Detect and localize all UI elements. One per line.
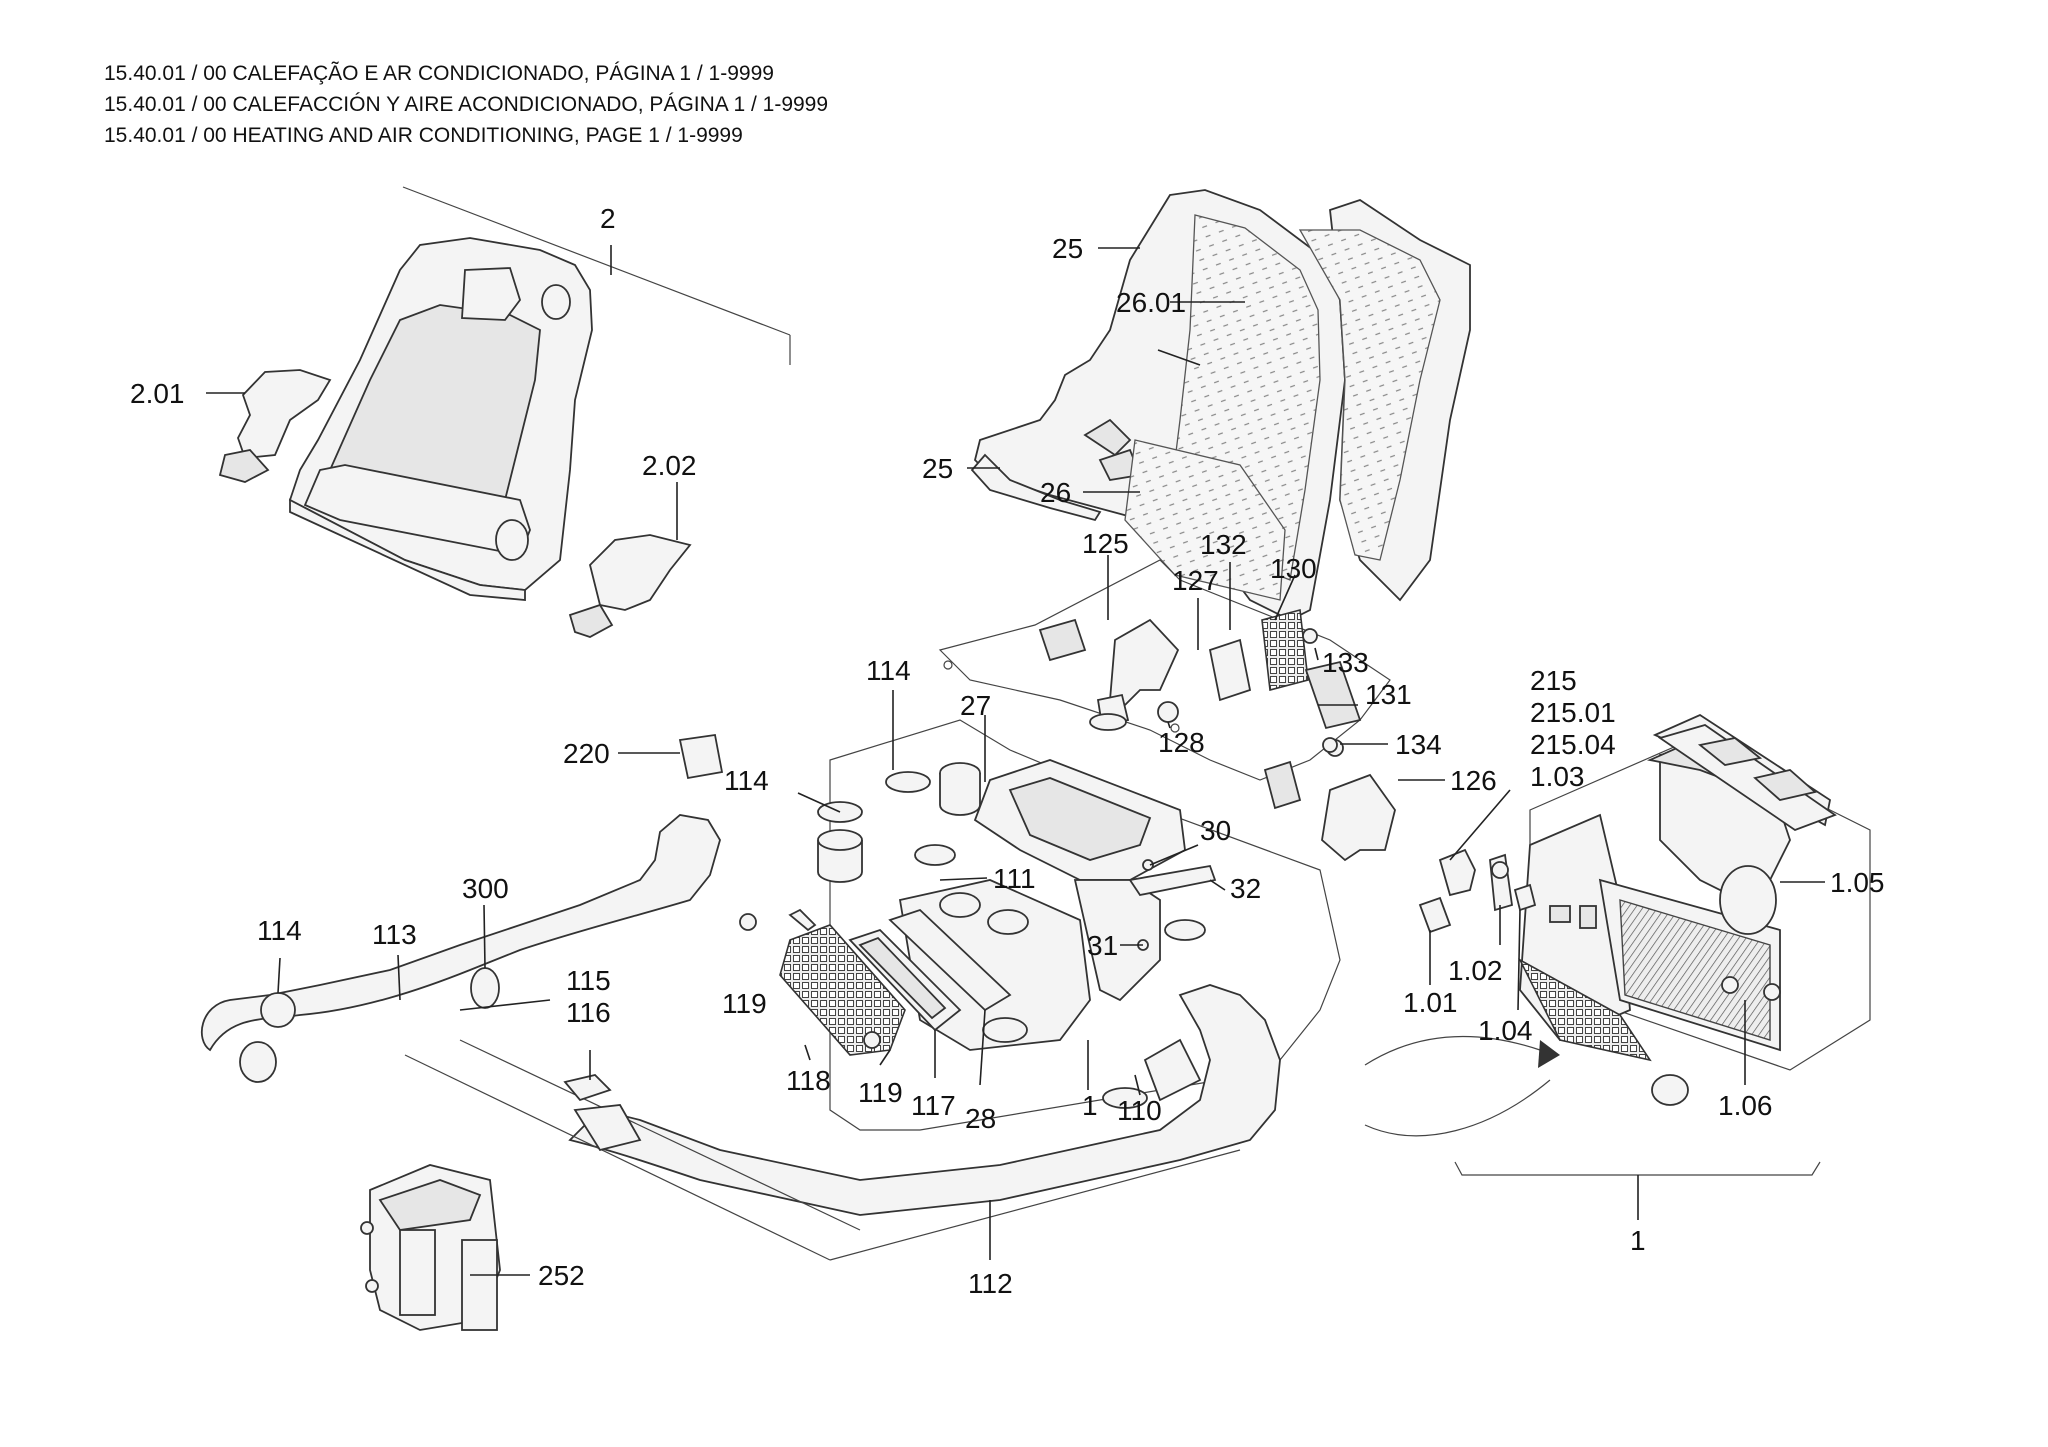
control-module-part-252 — [360, 1164, 501, 1331]
callout-117: 117 — [911, 1090, 956, 1121]
bracket-part-2-01 — [218, 369, 332, 483]
seal-part-131 — [1304, 660, 1362, 730]
bolt-part-30 — [1142, 859, 1154, 871]
assembly-direction-arrows — [1364, 1035, 1560, 1137]
hose-part-110 — [1102, 1038, 1202, 1109]
vent-assembly-part-126 — [1263, 739, 1396, 862]
callout-1-02: 1.02 — [1448, 955, 1503, 986]
callout-130: 130 — [1270, 553, 1317, 584]
frame-part-119 — [788, 908, 817, 932]
callout-31: 31 — [1087, 930, 1118, 961]
callout-2: 2 — [600, 203, 616, 234]
callout-1-right: 1 — [1630, 1225, 1646, 1256]
callout-1-04: 1.04 — [1478, 1015, 1533, 1046]
callout-215: 215 — [1530, 665, 1577, 696]
callout-128: 128 — [1158, 727, 1205, 758]
leader-lines — [206, 245, 1825, 1276]
vent-grille-part-130 — [1208, 608, 1309, 702]
rivet-part-128 — [1157, 701, 1179, 723]
callout-119-upper: 119 — [722, 988, 767, 1019]
seal-part-28 — [888, 908, 1012, 1012]
clamp-part-111 — [914, 844, 1029, 935]
assembly-bracket-part-1 — [1454, 1161, 1821, 1176]
callout-110: 110 — [1117, 1095, 1162, 1126]
connector-part-1-04 — [1513, 883, 1597, 929]
callout-115: 115 — [566, 965, 611, 996]
callout-125: 125 — [1082, 528, 1129, 559]
bracket-part-1-03 — [1438, 848, 1476, 897]
title-english: 15.40.01 / 00 HEATING AND AIR CONDITIONI… — [104, 124, 743, 147]
callout-300: 300 — [462, 873, 509, 904]
callout-132: 132 — [1200, 529, 1247, 560]
callout-labels: 2 2.01 2.02 25 26.01 25 26 125 132 127 1… — [130, 203, 1885, 1299]
valve-part-1-02 — [1489, 853, 1513, 912]
callout-2-01: 2.01 — [130, 378, 185, 409]
upper-cover-part-2 — [288, 186, 791, 601]
small-cap-part-133 — [1302, 628, 1318, 644]
bracket-part-2-02 — [568, 534, 692, 638]
vent-assembly-part-125 — [1038, 618, 1180, 731]
callout-25-left: 25 — [922, 453, 953, 484]
callout-119-lower: 119 — [858, 1077, 903, 1108]
title-portuguese: 15.40.01 / 00 CALEFAÇÃO E AR CONDICIONAD… — [104, 62, 774, 85]
bracket-part-32 — [1128, 864, 1217, 897]
callout-1-03: 1.03 — [1530, 761, 1585, 792]
callout-25-top: 25 — [1052, 233, 1083, 264]
callout-126: 126 — [1450, 765, 1497, 796]
callout-220: 220 — [563, 738, 610, 769]
callout-1-06: 1.06 — [1718, 1090, 1773, 1121]
callout-114-middle: 114 — [724, 765, 769, 796]
callout-133: 133 — [1322, 647, 1369, 678]
sensor-part-1-01 — [1418, 896, 1452, 934]
label-part-220 — [678, 733, 724, 780]
hose-connector-part-116 — [563, 1074, 642, 1152]
filter-cover — [1657, 724, 1837, 832]
filter-part-117 — [848, 928, 962, 1032]
callout-1-01: 1.01 — [1403, 987, 1458, 1018]
callout-2-02: 2.02 — [642, 450, 697, 481]
callout-113: 113 — [372, 919, 417, 950]
callout-112: 112 — [968, 1268, 1013, 1299]
nut-part-31 — [1137, 919, 1206, 951]
callout-127: 127 — [1172, 565, 1219, 596]
callout-1-center: 1 — [1082, 1090, 1098, 1121]
callout-27: 27 — [960, 690, 991, 721]
fitting-part-1-06 — [1721, 976, 1781, 1001]
callout-1-05: 1.05 — [1830, 867, 1885, 898]
tube-part-27 — [939, 762, 981, 816]
cap-part-134 — [1322, 737, 1338, 753]
air-hose-part-113 — [201, 814, 721, 1083]
callout-134: 134 — [1395, 729, 1442, 760]
callout-26: 26 — [1040, 477, 1071, 508]
callout-116: 116 — [566, 997, 611, 1028]
callout-114-left: 114 — [257, 915, 302, 946]
callout-215-04: 215.04 — [1530, 729, 1616, 760]
callout-26-01: 26.01 — [1116, 287, 1186, 318]
filter-part-26 — [1124, 439, 1286, 601]
callout-28: 28 — [965, 1103, 996, 1134]
page-title-block: 15.40.01 / 00 CALEFAÇÃO E AR CONDICIONAD… — [104, 58, 828, 151]
callout-114-upper: 114 — [866, 655, 911, 686]
adapter-part-300 — [470, 967, 500, 1009]
air-hose-part-112 — [404, 984, 1281, 1261]
callout-215-01: 215.01 — [1530, 697, 1616, 728]
callout-118: 118 — [786, 1065, 831, 1096]
hose-clamp-part-114-upper — [817, 771, 931, 883]
callout-32: 32 — [1230, 873, 1261, 904]
callout-30: 30 — [1200, 815, 1231, 846]
callout-252: 252 — [538, 1260, 585, 1291]
callout-131: 131 — [1365, 679, 1412, 710]
title-spanish: 15.40.01 / 00 CALEFACCIÓN Y AIRE ACONDIC… — [104, 93, 829, 116]
callout-111: 111 — [993, 863, 1036, 894]
